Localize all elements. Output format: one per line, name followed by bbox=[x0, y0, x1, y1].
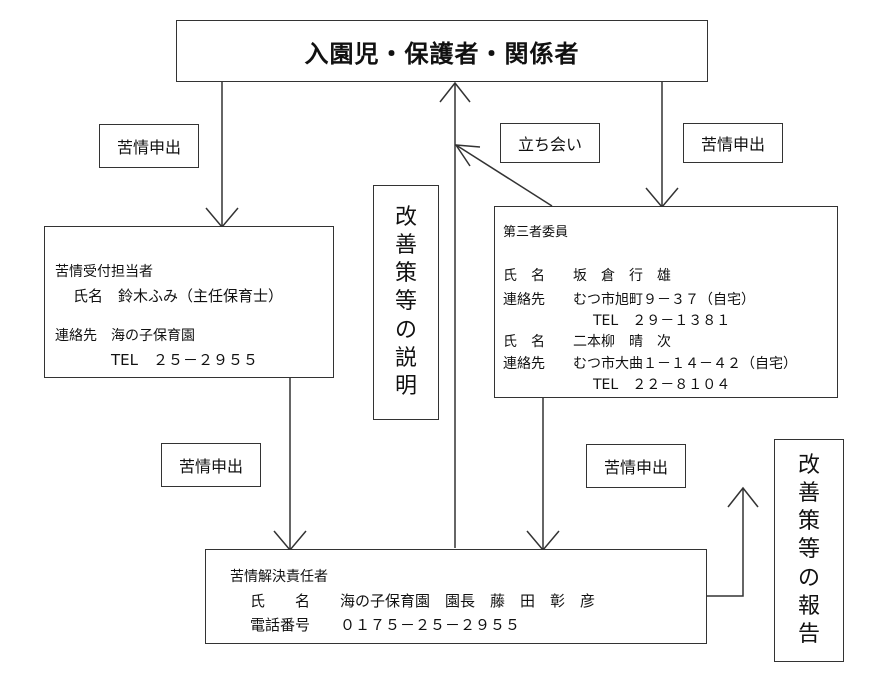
resolver-role: 苦情解決責任者 bbox=[230, 569, 328, 585]
arrow-resolver-to-report bbox=[707, 489, 744, 597]
complaint-label-text: 苦情申出 bbox=[178, 457, 243, 476]
committee-role: 第三者委員 bbox=[503, 225, 569, 240]
char: 策 bbox=[394, 261, 417, 287]
committee-member1-name: 氏 名 坂 倉 行 雄 bbox=[503, 268, 671, 284]
receptionist-contact: 連絡先 海の子保育園 bbox=[55, 328, 195, 344]
report-improvement-label: 改 善 策 等 の 報 告 bbox=[774, 439, 844, 662]
arrowhead bbox=[439, 81, 471, 103]
arrow-committee-to-center bbox=[455, 144, 553, 207]
receptionist-tel: TEL ２５－２９５５ bbox=[111, 351, 258, 369]
committee-member1-contact: 連絡先 むつ市旭町９－３７（自宅） bbox=[503, 292, 755, 308]
receptionist-box: 苦情受付担当者 氏名 鈴木ふみ（主任保育士） 連絡先 海の子保育園 TEL ２５… bbox=[44, 226, 334, 378]
char: 等 bbox=[394, 289, 417, 315]
title-box: 入園児・保護者・関係者 bbox=[176, 20, 708, 82]
complaint-label-left: 苦情申出 bbox=[99, 124, 199, 168]
char: 明 bbox=[394, 373, 417, 399]
resolver-name: 氏 名 海の子保育園 園長 藤 田 彰 彦 bbox=[250, 592, 596, 610]
complaint-label-right: 苦情申出 bbox=[683, 123, 783, 163]
committee-member2-contact: 連絡先 むつ市大曲１－１４－４２（自宅） bbox=[503, 356, 797, 372]
char: 善 bbox=[394, 233, 417, 259]
char: 等 bbox=[797, 537, 820, 563]
receptionist-role: 苦情受付担当者 bbox=[55, 264, 153, 280]
committee-member2-name: 氏 名 二本柳 晴 次 bbox=[503, 334, 671, 350]
char: 報 bbox=[797, 593, 820, 619]
char: の bbox=[797, 565, 820, 591]
complaint-label-text: 苦情申出 bbox=[700, 135, 765, 154]
witness-label: 立ち会い bbox=[500, 123, 600, 163]
resolver-phone: 電話番号 ０１７５－２５－２９５５ bbox=[250, 616, 521, 634]
char: の bbox=[394, 317, 417, 343]
committee-member2-tel: TEL ２２－８１０４ bbox=[593, 377, 731, 393]
complaint-label-text: 苦情申出 bbox=[116, 138, 181, 157]
receptionist-name: 氏名 鈴木ふみ（主任保育士） bbox=[73, 287, 284, 305]
page-title: 入園児・保護者・関係者 bbox=[304, 39, 580, 68]
char: 告 bbox=[797, 621, 820, 647]
char: 説 bbox=[394, 345, 417, 371]
committee-member1-tel: TEL ２９－１３８１ bbox=[593, 313, 731, 329]
complaint-label-mid-right: 苦情申出 bbox=[586, 444, 686, 488]
complaint-label-text: 苦情申出 bbox=[603, 458, 668, 477]
char: 善 bbox=[797, 481, 820, 507]
resolver-box: 苦情解決責任者 氏 名 海の子保育園 園長 藤 田 彰 彦 電話番号 ０１７５－… bbox=[205, 549, 707, 644]
committee-box: 第三者委員 氏 名 坂 倉 行 雄 連絡先 むつ市旭町９－３７（自宅） TEL … bbox=[494, 206, 838, 398]
char: 策 bbox=[797, 509, 820, 535]
explain-improvement-label: 改 善 策 等 の 説 明 bbox=[373, 185, 439, 420]
arrowhead bbox=[454, 144, 481, 167]
arrowhead bbox=[727, 486, 759, 508]
char: 改 bbox=[394, 204, 417, 230]
witness-label-text: 立ち会い bbox=[517, 135, 582, 154]
complaint-label-mid-left: 苦情申出 bbox=[161, 443, 261, 487]
char: 改 bbox=[797, 452, 820, 478]
